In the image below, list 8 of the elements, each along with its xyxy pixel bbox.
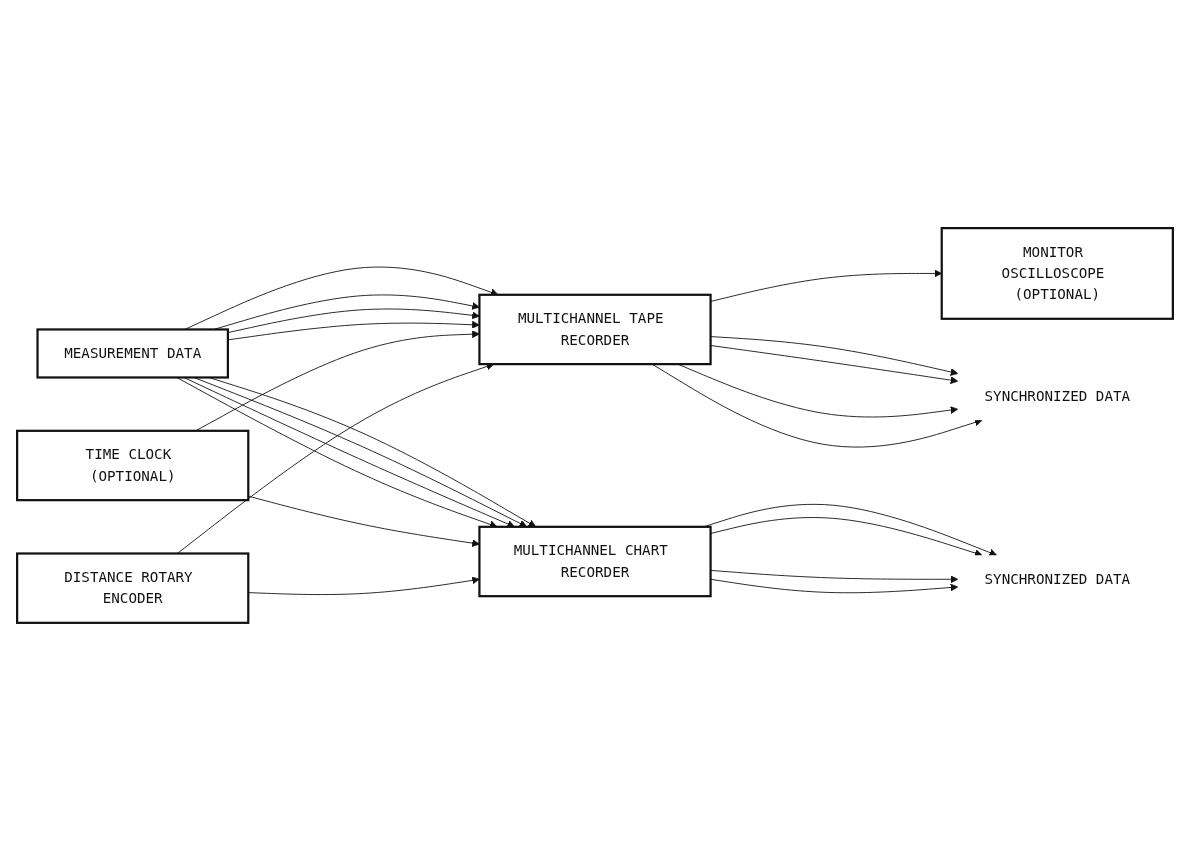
node-box: MONITOR OSCILLOSCOPE (OPTIONAL) xyxy=(940,226,1174,320)
node-box: TIME CLOCK (OPTIONAL) xyxy=(16,429,250,501)
node-text: SYNCHRONIZED DATA xyxy=(984,569,1131,587)
node-box: MEASUREMENT DATA xyxy=(36,327,229,379)
node-box: DISTANCE ROTARY ENCODER xyxy=(16,551,250,624)
node-box: MULTICHANNEL CHART RECORDER xyxy=(478,525,712,597)
node-text: SYNCHRONIZED DATA xyxy=(984,386,1131,404)
node-box: MULTICHANNEL TAPE RECORDER xyxy=(478,293,712,365)
